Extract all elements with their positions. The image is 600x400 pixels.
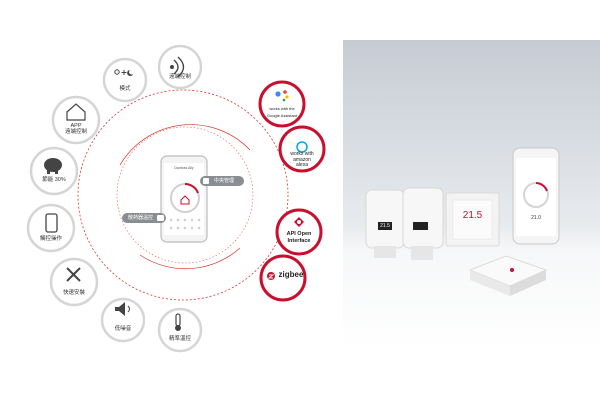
thermostat-display: 21.5 (380, 223, 390, 229)
central-phone (160, 155, 208, 243)
hub-icon (203, 178, 209, 184)
product-phone (512, 147, 560, 245)
orbit-arc-top (119, 124, 251, 166)
feature-label-touch: 觸控操作 (39, 236, 62, 242)
feature-label-quiet: 低噪音 (114, 326, 132, 332)
pill-left-bg (122, 213, 166, 223)
feature-circle-app (51, 95, 101, 145)
integration-google (258, 80, 306, 128)
feature-circle-install (49, 257, 99, 307)
integration-label-alexa: works with amazon alexa (290, 151, 314, 168)
integration-label-api: API Open Interface (286, 231, 312, 244)
integration-label-google: works with the Google Assistant (266, 106, 298, 118)
phone-display-reading: 21.0 (531, 215, 541, 221)
feature-label-mode: 模式 (119, 86, 131, 92)
pill-top-label: 中央管理 (214, 178, 235, 184)
orbit-arc-bottom (139, 247, 241, 270)
pill-left-label: 散熱器溫控 (128, 215, 154, 221)
integration-zigbee (259, 254, 307, 302)
feature-circle-quiet (100, 297, 146, 343)
outer-orbit-ring (77, 89, 289, 301)
inner-orbit-ring (116, 126, 254, 264)
feature-label-temp: 精準溫控 (168, 336, 191, 342)
feature-circle-saving (29, 146, 79, 196)
room-thermostat-display: 21.5 (462, 210, 483, 221)
feature-circle-remote (157, 44, 203, 90)
feature-label-saving: 節能 30% (42, 177, 66, 183)
integration-alexa (278, 125, 326, 173)
feature-label-install: 快速安裝 (62, 290, 85, 296)
radiator-thermostat-2 (402, 187, 444, 260)
integration-api (275, 208, 323, 256)
feature-circle-touch (26, 203, 76, 253)
feature-circle-temp (157, 307, 203, 353)
phone-app-title: Danfoss Ally (174, 166, 194, 170)
radiator-icon (157, 215, 164, 221)
feature-label-app: APP 遠端控制 (64, 123, 87, 135)
feature-label-remote: 遠端控制 (168, 74, 191, 80)
room-thermostat (445, 192, 500, 247)
pill-top-bg (200, 176, 244, 186)
hub-device (468, 255, 548, 296)
feature-circle-mode (102, 57, 148, 103)
integration-label-zigbee: zigbee (278, 270, 304, 279)
